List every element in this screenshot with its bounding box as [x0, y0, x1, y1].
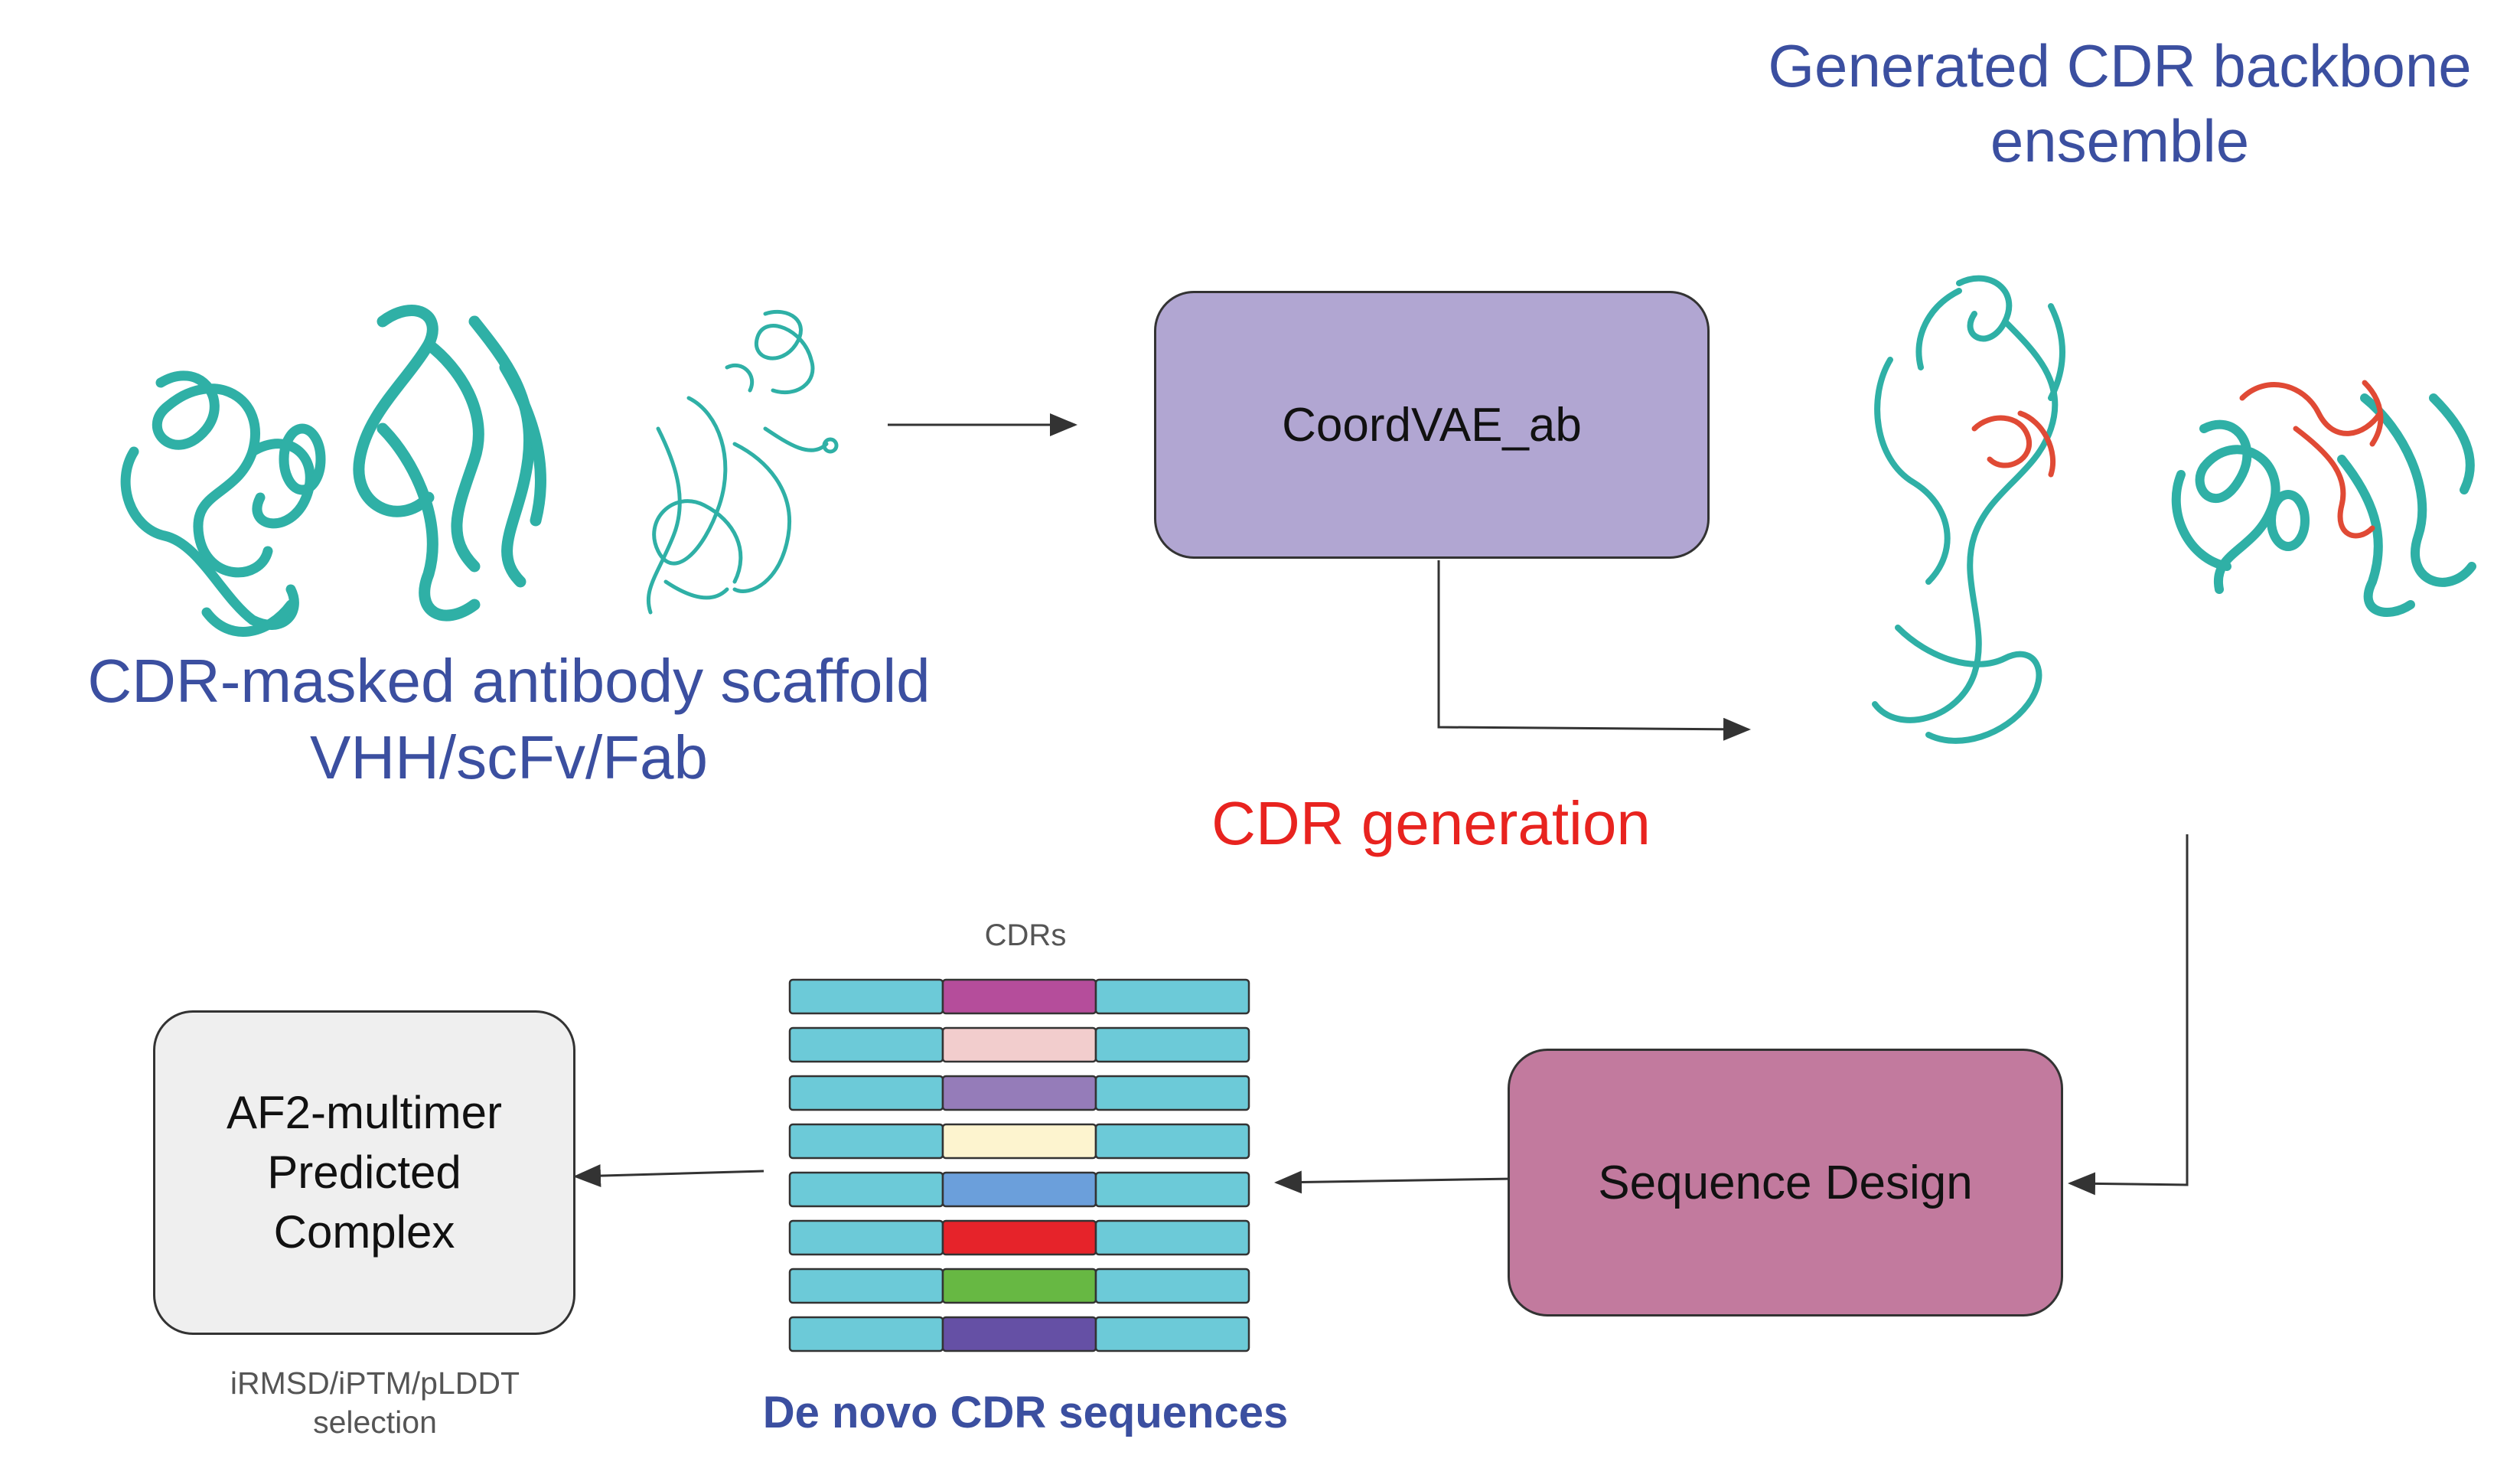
- framework-right-segment: [1094, 978, 1250, 1015]
- ensemble-title-line2: ensemble: [1990, 106, 2250, 175]
- framework-left-segment: [788, 1219, 944, 1256]
- framework-right-segment: [1094, 1171, 1250, 1208]
- coordvae-box[interactable]: CoordVAE_ab: [1154, 291, 1710, 559]
- cdr-segment: [941, 978, 1097, 1015]
- framework-left-segment: [788, 1026, 944, 1063]
- scaffold-title: CDR-masked antibody scaffold VHH/scFv/Fa…: [46, 643, 972, 796]
- sequence-design-label: Sequence Design: [1598, 1156, 1973, 1209]
- arrow-sequence-design-to-sequences: [1274, 1170, 1514, 1194]
- cdr-segment: [941, 1316, 1097, 1352]
- selection-label-line1: iRMSD/iPTM/pLDDT: [230, 1365, 520, 1401]
- af2-box[interactable]: AF2-multimer Predicted Complex: [153, 1010, 575, 1335]
- cdr-segment: [941, 1171, 1097, 1208]
- vhh-structure-icon: [120, 370, 326, 637]
- cdr-segment: [941, 1075, 1097, 1111]
- framework-left-segment: [788, 1123, 944, 1160]
- de-novo-sequence-rows: [788, 978, 1250, 1352]
- framework-right-segment: [1094, 1268, 1250, 1304]
- cdrs-label: CDRs: [984, 918, 1067, 952]
- af2-label-line3: Complex: [273, 1206, 455, 1258]
- framework-right-segment: [1094, 1123, 1250, 1160]
- scaffold-title-line1: CDR-masked antibody scaffold: [87, 647, 931, 715]
- framework-right-segment: [1094, 1316, 1250, 1352]
- arrow-coordvae-to-ensemble: [1437, 560, 1751, 741]
- cdr-segment: [941, 1268, 1097, 1304]
- cdr-generation-title: CDR generation: [1211, 789, 1651, 857]
- arrow-ensemble-to-sequence-design: [2068, 834, 2189, 1196]
- framework-left-segment: [788, 1171, 944, 1208]
- cdr-segment: [941, 1219, 1097, 1256]
- selection-label: iRMSD/iPTM/pLDDT selection: [176, 1364, 574, 1443]
- af2-label-line2: Predicted: [267, 1147, 461, 1198]
- fab-structure-icon: [646, 309, 839, 615]
- de-novo-title: De novo CDR sequences: [762, 1388, 1289, 1437]
- cdr-segment: [941, 1026, 1097, 1063]
- ensemble-title: Generated CDR backbone ensemble: [1722, 29, 2518, 178]
- coordvae-label: CoordVAE_ab: [1282, 398, 1582, 452]
- framework-right-segment: [1094, 1219, 1250, 1256]
- framework-left-segment: [788, 1268, 944, 1304]
- cdr-segment: [941, 1123, 1097, 1160]
- ensemble-title-line1: Generated CDR backbone: [1768, 32, 2472, 100]
- framework-right-segment: [1094, 1075, 1250, 1111]
- af2-label: AF2-multimer Predicted Complex: [227, 1083, 502, 1262]
- framework-left-segment: [788, 1316, 944, 1352]
- selection-label-line2: selection: [313, 1405, 437, 1441]
- ensemble-cdr-left-icon: [1971, 410, 2056, 478]
- framework-right-segment: [1094, 1026, 1250, 1063]
- af2-label-line1: AF2-multimer: [226, 1087, 503, 1138]
- ensemble-cdr-right-icon: [2239, 380, 2384, 539]
- framework-left-segment: [788, 978, 944, 1015]
- sequence-design-box[interactable]: Sequence Design: [1508, 1049, 2063, 1317]
- scaffold-title-line2: VHH/scFv/Fab: [309, 723, 709, 791]
- ensemble-structure-right-icon: [2171, 393, 2476, 617]
- framework-left-segment: [788, 1075, 944, 1111]
- scfv-structure-icon: [353, 305, 546, 622]
- ensemble-structure-left-icon: [1872, 275, 2065, 744]
- arrow-sequences-to-af2: [573, 1164, 764, 1188]
